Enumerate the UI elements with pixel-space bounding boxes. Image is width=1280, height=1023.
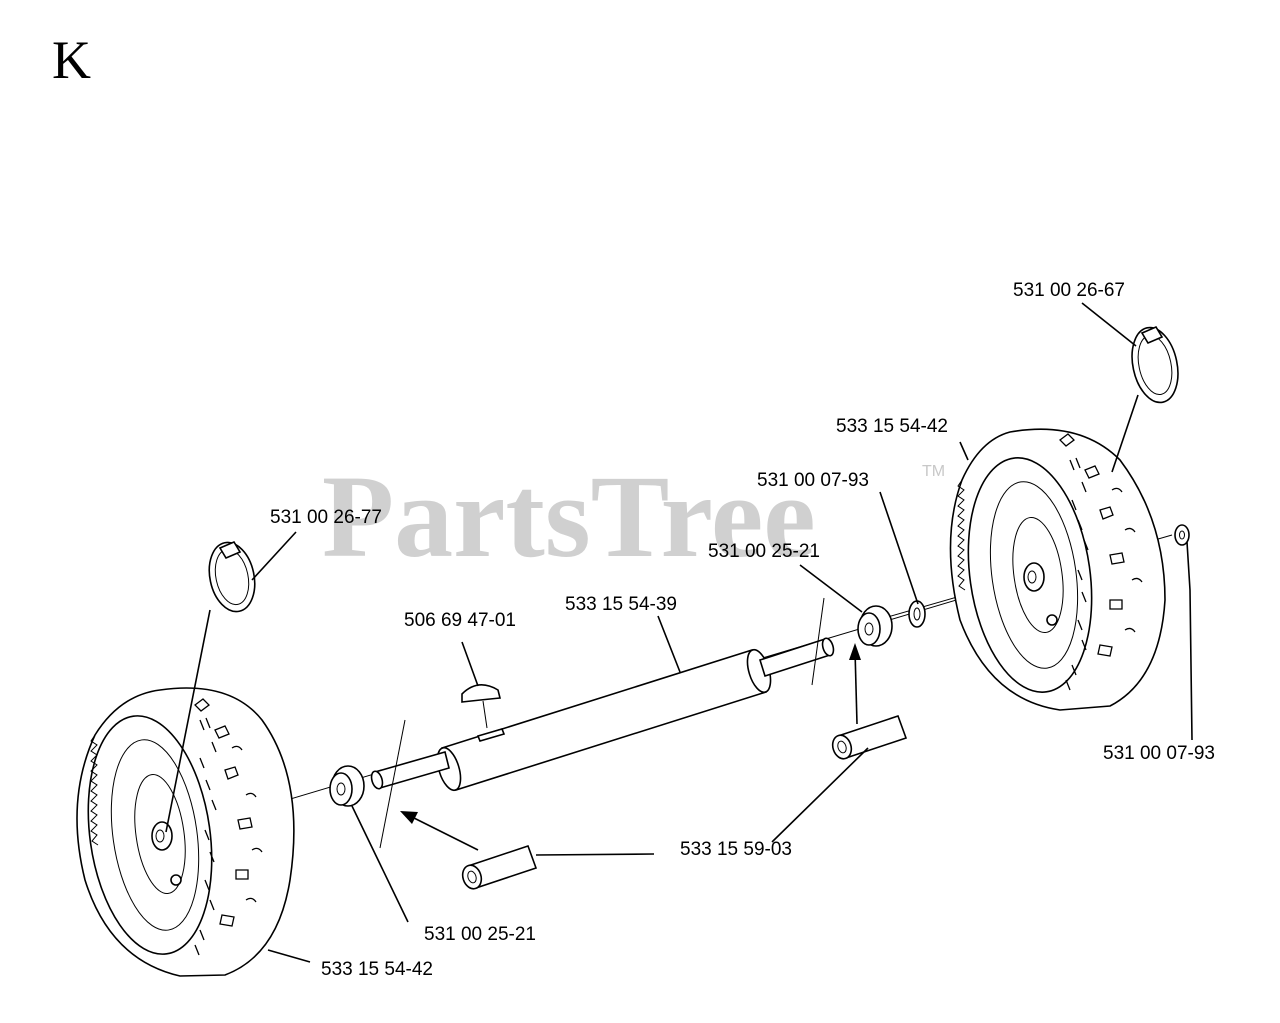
- callout-clip-right: 531 00 26-67: [1013, 280, 1125, 301]
- washer-right-part: [908, 600, 926, 628]
- callout-wheel-right: 533 15 54-42: [836, 416, 948, 437]
- key-part: [461, 684, 502, 703]
- section-letter: K: [52, 30, 91, 90]
- watermark-trademark: TM: [922, 463, 945, 480]
- callout-bearing-right: 531 00 25-21: [708, 541, 820, 562]
- washer-outer-right-part: [1174, 524, 1190, 546]
- callout-key: 506 69 47-01: [404, 610, 516, 631]
- wheel-right-part: [949, 428, 1166, 711]
- arrow-left: [400, 811, 479, 851]
- callout-washer-right: 531 00 07-93: [757, 470, 869, 491]
- wheel-left-part: [76, 687, 295, 977]
- leader-lines: [165, 302, 1193, 963]
- bearing-right-part: [857, 605, 893, 647]
- callout-washer-outer-right: 531 00 07-93: [1103, 743, 1215, 764]
- watermark: PartsTree: [322, 451, 816, 582]
- callout-axle: 533 15 54-39: [565, 594, 677, 615]
- axle-assembly: [169, 524, 1190, 890]
- callout-bearing-left: 531 00 25-21: [424, 924, 536, 945]
- clip-left-part: [208, 540, 256, 613]
- arrow-right: [849, 643, 861, 725]
- axle-tube: [370, 637, 835, 792]
- callout-clip-left: 531 00 26-77: [270, 507, 382, 528]
- callout-wheel-left: 533 15 54-42: [321, 959, 433, 980]
- callout-spacer: 533 15 59-03: [680, 839, 792, 860]
- spacer-left-part: [461, 844, 538, 890]
- bearing-left-part: [329, 765, 365, 807]
- spacer-right-part: [831, 714, 908, 760]
- clip-right-part: [1131, 325, 1179, 404]
